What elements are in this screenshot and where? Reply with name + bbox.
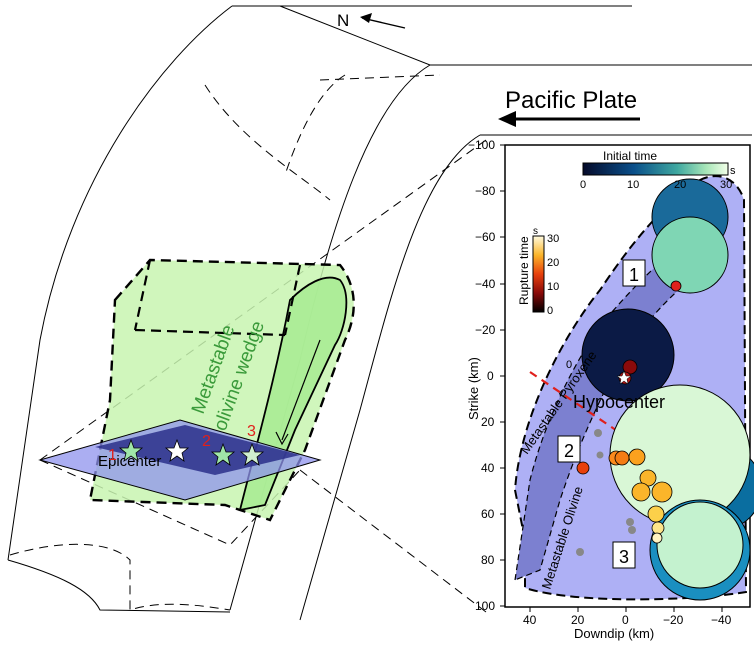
svg-text:30: 30 xyxy=(720,179,732,191)
svg-text:20: 20 xyxy=(674,179,686,191)
subevent-dot xyxy=(626,518,634,526)
svg-text:s: s xyxy=(533,226,538,237)
svg-text:40: 40 xyxy=(481,461,495,475)
subevent-dot xyxy=(651,532,663,544)
svg-text:80: 80 xyxy=(481,553,495,567)
subevent-stars: 1 2 3 xyxy=(108,423,265,466)
svg-text:−20: −20 xyxy=(663,613,684,627)
subevent-dot xyxy=(631,482,651,502)
subevent-number-2: 2 xyxy=(202,433,211,450)
svg-text:0: 0 xyxy=(580,179,586,191)
svg-text:Rupture time: Rupture time xyxy=(517,236,531,305)
svg-text:−100: −100 xyxy=(468,138,495,152)
subevent-dot xyxy=(596,451,604,459)
svg-text:0: 0 xyxy=(547,305,553,317)
subevent-star-2 xyxy=(210,442,236,466)
svg-text:60: 60 xyxy=(481,507,495,521)
plate-motion: Pacific Plate xyxy=(498,87,640,127)
subevent-dot xyxy=(651,481,673,503)
contour-label: 0 xyxy=(566,359,572,371)
svg-text:−60: −60 xyxy=(475,230,496,244)
north-arrow: N xyxy=(337,11,406,30)
svg-text:20: 20 xyxy=(547,257,559,269)
svg-text:0: 0 xyxy=(622,613,629,627)
svg-text:10: 10 xyxy=(547,281,559,293)
slab-block xyxy=(7,5,752,621)
subevent-dot xyxy=(576,461,590,475)
svg-text:s: s xyxy=(730,165,736,177)
svg-text:30: 30 xyxy=(547,233,559,245)
plate-label: Pacific Plate xyxy=(505,87,637,114)
svg-text:20: 20 xyxy=(481,415,495,429)
hypocenter-label: Hypocenter xyxy=(573,392,665,412)
subevent-dot xyxy=(576,548,584,556)
subevent-star-3 xyxy=(239,442,265,466)
box-label-3: 3 xyxy=(612,541,636,569)
subevent-number-1: 1 xyxy=(108,447,117,464)
svg-text:−40: −40 xyxy=(475,277,496,291)
svg-text:2: 2 xyxy=(564,441,574,461)
initial-time-title: Initial time xyxy=(603,149,657,163)
svg-text:20: 20 xyxy=(571,613,585,627)
subevent-dot xyxy=(594,429,602,437)
svg-text:−20: −20 xyxy=(475,323,496,337)
subevent-dot xyxy=(670,280,682,292)
map-panel: Metastable Pyroxene Metastable Olivine 0… xyxy=(466,138,754,641)
subevent-dot xyxy=(651,521,665,535)
svg-text:1: 1 xyxy=(629,265,639,285)
north-label: N xyxy=(337,11,349,30)
subevent-circle xyxy=(651,216,729,294)
svg-text:3: 3 xyxy=(619,547,629,567)
x-axis: 40 20 0 −20 −40 Downdip (km) xyxy=(523,607,732,641)
svg-text:−40: −40 xyxy=(711,613,732,627)
svg-text:40: 40 xyxy=(523,613,537,627)
subevent-dot xyxy=(647,505,665,523)
subevent-dot xyxy=(614,450,630,466)
svg-text:10: 10 xyxy=(627,179,639,191)
epicenter-label: Epicenter xyxy=(98,453,161,470)
svg-text:−80: −80 xyxy=(475,184,496,198)
x-axis-label: Downdip (km) xyxy=(574,626,654,641)
subevent-dot xyxy=(622,359,638,375)
hypocenter-star xyxy=(616,370,632,385)
subevent-dot xyxy=(628,526,636,534)
metastable-band xyxy=(514,233,721,581)
subevent-dot xyxy=(628,448,646,466)
rupture-time-colorbar: s 30 20 10 0 Rupture time xyxy=(517,226,559,317)
initial-time-colorbar: Initial time s 0 10 20 30 xyxy=(580,149,736,191)
svg-text:100: 100 xyxy=(475,599,495,613)
subevent-number-3: 3 xyxy=(247,423,256,440)
subevent-star-1 xyxy=(118,438,144,462)
epicenter-star xyxy=(164,438,190,462)
y-axis: −100 −80 −60 −40 −20 0 20 40 60 80 100 S… xyxy=(466,138,505,613)
box-label-2: 2 xyxy=(557,435,581,463)
y-axis-label: Strike (km) xyxy=(466,357,481,420)
box-label-1: 1 xyxy=(622,259,646,287)
subevent-circle xyxy=(581,308,675,402)
svg-text:0: 0 xyxy=(487,369,494,383)
subevent-circle xyxy=(656,501,744,589)
